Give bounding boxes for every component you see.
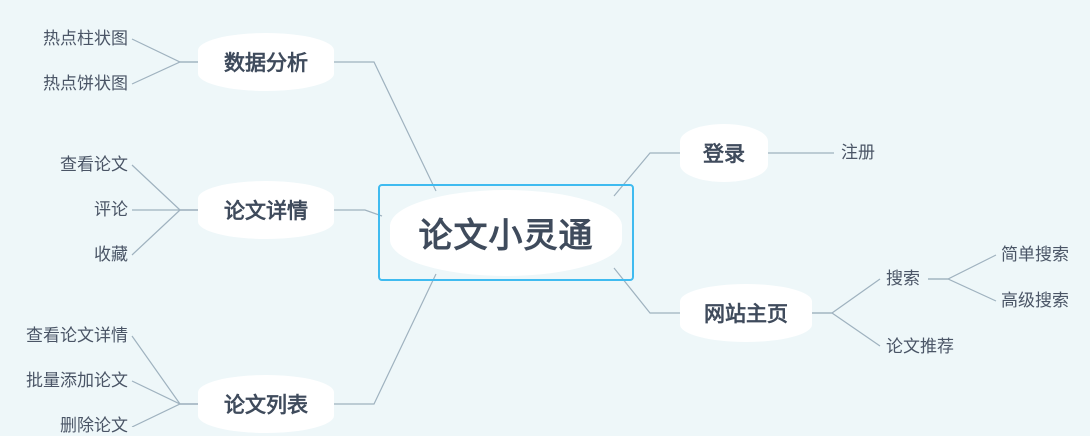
branch-paper-detail-label: 论文详情 <box>224 199 308 223</box>
leaf-batch-add-paper[interactable]: 批量添加论文 <box>26 371 128 391</box>
leaf-advanced-search[interactable]: 高级搜索 <box>1001 291 1069 311</box>
leaf-hot-bar-chart[interactable]: 热点柱状图 <box>43 29 128 49</box>
leaf-simple-search[interactable]: 简单搜索 <box>1001 245 1069 265</box>
leaf-view-paper[interactable]: 查看论文 <box>60 155 128 175</box>
connector-lines <box>131 38 997 427</box>
leaf-view-paper-detail[interactable]: 查看论文详情 <box>26 326 128 346</box>
root-label: 论文小灵通 <box>390 189 622 276</box>
branch-data-analysis[interactable]: 数据分析 <box>198 33 334 91</box>
root-node[interactable]: 论文小灵通 <box>378 184 634 281</box>
branch-homepage-label: 网站主页 <box>704 302 788 326</box>
leaf-comment[interactable]: 评论 <box>94 200 128 220</box>
edge-root-paper-list <box>334 273 437 405</box>
edge-list-view <box>131 335 198 405</box>
branch-login[interactable]: 登录 <box>680 124 768 182</box>
branch-paper-list[interactable]: 论文列表 <box>198 375 334 433</box>
leaf-hot-pie-chart[interactable]: 热点饼状图 <box>43 74 128 94</box>
edge-detail-view <box>131 164 198 211</box>
leaf-register[interactable]: 注册 <box>841 143 875 163</box>
mindmap-canvas: 论文小灵通 数据分析 论文详情 论文列表 登录 网站主页 热点柱状图 热点饼状图… <box>26 29 1069 436</box>
edge-homepage-search <box>812 278 881 314</box>
branch-paper-detail[interactable]: 论文详情 <box>198 181 334 239</box>
branch-paper-list-label: 论文列表 <box>224 393 308 417</box>
edge-data-analysis-bar <box>131 38 198 63</box>
edge-root-login <box>613 152 680 197</box>
edge-list-delete <box>131 403 198 427</box>
edge-detail-fav <box>131 209 198 256</box>
edge-list-batch <box>131 380 198 405</box>
leaf-search[interactable]: 搜索 <box>886 269 920 289</box>
branch-homepage[interactable]: 网站主页 <box>680 284 812 342</box>
leaf-paper-recommend[interactable]: 论文推荐 <box>886 337 954 357</box>
edge-search-advanced <box>928 278 997 302</box>
edge-root-data-analysis <box>334 61 437 192</box>
branch-login-label: 登录 <box>703 142 745 166</box>
leaf-delete-paper[interactable]: 删除论文 <box>60 416 128 436</box>
edge-data-analysis-pie <box>131 61 198 85</box>
leaf-favorite[interactable]: 收藏 <box>94 245 128 265</box>
edge-homepage-recommend <box>812 312 881 347</box>
edge-root-paper-detail <box>334 209 383 217</box>
edge-search-simple <box>928 254 997 280</box>
branch-data-analysis-label: 数据分析 <box>224 51 308 75</box>
edge-root-homepage <box>613 267 680 314</box>
